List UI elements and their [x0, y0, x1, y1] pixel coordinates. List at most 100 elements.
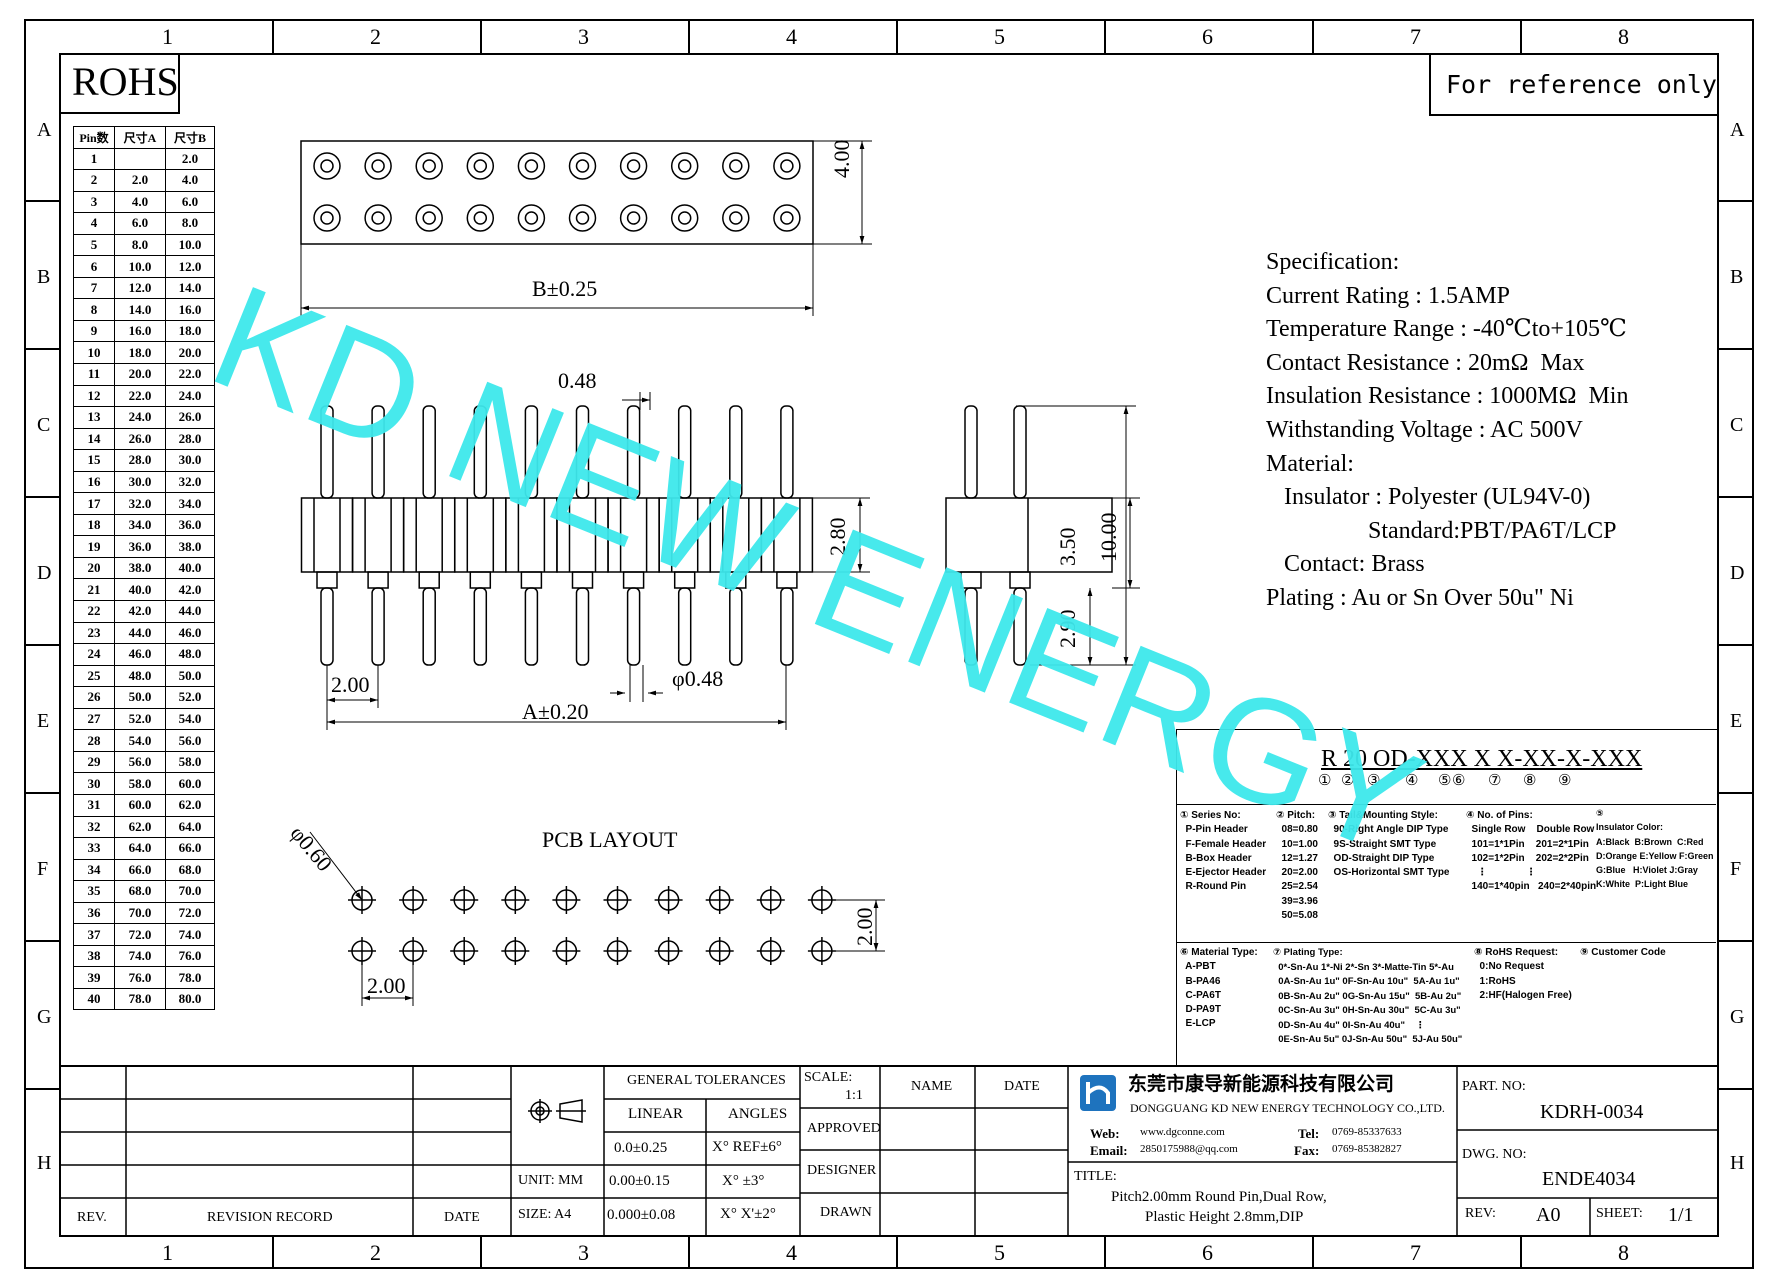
top-view-contact — [364, 152, 392, 180]
top-view-contact-hole — [320, 211, 334, 225]
code-block-material: ⑥ Material Type: A-PBT B-PA46 C-PA6T D-P… — [1180, 947, 1258, 1030]
spec-line: Insulation Resistance : 1000MΩ Min — [1266, 383, 1629, 410]
drawn-label: DRAWN — [820, 1205, 872, 1220]
pin-table-cell: 16.0 — [165, 298, 215, 321]
part-code-box — [1176, 729, 1717, 1067]
side-view-pin-upper — [964, 405, 978, 499]
pin-table-cell: 42.0 — [165, 578, 215, 602]
code-block-customer: ⑨ Customer Code — [1580, 947, 1666, 958]
front-view-pin-lower — [575, 587, 590, 666]
col-label-2-bottom: 2 — [370, 1240, 381, 1265]
pin-table-cell: 34 — [73, 858, 115, 882]
col-label-3-bottom: 3 — [578, 1240, 589, 1265]
general-tolerances-label: GENERAL TOLERANCES — [627, 1073, 786, 1088]
angle-tol-1: X° REF±6° — [712, 1139, 782, 1155]
row-label-a-right: A — [1730, 119, 1745, 141]
top-view-contact — [568, 204, 597, 232]
pin-table-cell: 6.0 — [165, 190, 215, 214]
pin-table-cell: 37 — [73, 923, 115, 946]
part-code-divider — [1176, 942, 1716, 943]
rohs-label: ROHS — [72, 59, 179, 104]
pin-table-cell: 16 — [73, 470, 115, 494]
spec-line: Material: — [1266, 450, 1354, 477]
pin-table-cell: 48.0 — [165, 643, 215, 666]
row-label-e: E — [37, 710, 50, 732]
dim-pin-diameter: φ0.48 — [672, 666, 724, 691]
top-view-contact — [364, 204, 392, 232]
pin-table-cell: 14.0 — [114, 298, 166, 321]
pin-table-cell: 4.0 — [114, 190, 166, 214]
pin-table-cell: 28.0 — [114, 449, 166, 472]
col-label-6: 6 — [1202, 24, 1213, 49]
col-label-8: 8 — [1618, 24, 1629, 49]
rev-header: REV. — [77, 1210, 107, 1225]
pin-table-cell: 20.0 — [165, 341, 215, 365]
part-code-marker: ④ — [1405, 773, 1419, 789]
pin-table-cell: 78.0 — [165, 966, 215, 989]
top-view-contact-hole — [524, 159, 539, 173]
part-code-marker: ③ — [1367, 773, 1381, 789]
unit-label: UNIT: MM — [518, 1173, 584, 1188]
part-code-marker: ⑥ — [1452, 773, 1466, 789]
pin-table-cell: 2.0 — [165, 147, 215, 171]
code-block-color: ⑤ Insulator Color: A:Black B:Brown C:Red… — [1596, 808, 1714, 890]
code-block-series: ① Series No: P-Pin Header F-Female Heade… — [1180, 810, 1267, 893]
top-view-contact — [670, 204, 699, 232]
pin-table-cell: 24 — [73, 643, 115, 666]
col-label-2: 2 — [370, 24, 381, 49]
angles-label: ANGLES — [728, 1106, 788, 1122]
fax-value: 0769-85382827 — [1332, 1143, 1402, 1155]
row-label-b: B — [37, 266, 51, 288]
reference-label: For reference only — [1446, 70, 1717, 99]
pin-table-cell: 70.0 — [165, 880, 215, 903]
code-block-pitch: ② Pitch: 08=0.80 10=1.00 12=1.27 20=2.00… — [1276, 810, 1318, 922]
pin-table-cell: 68.0 — [165, 858, 215, 882]
top-view-contact — [517, 152, 546, 180]
pin-table-header: 尺寸B — [165, 126, 215, 149]
row-label-b-right: B — [1730, 266, 1744, 288]
pin-table-cell: 18 — [73, 513, 115, 537]
revision-date-header: DATE — [444, 1210, 480, 1225]
code-block-plating: ⑦ Plating Type: 0*-Sn-Au 1*-Ni 2*-Sn 3*-… — [1273, 947, 1463, 1045]
spec-line: Withstanding Voltage : AC 500V — [1266, 416, 1583, 443]
part-code-marker: ① — [1318, 773, 1332, 789]
pin-table-cell: 24.0 — [165, 384, 215, 408]
pin-table-cell: 14.0 — [165, 276, 215, 300]
linear-tol-1: 0.0±0.25 — [614, 1140, 668, 1156]
pin-table-cell: 80.0 — [165, 987, 215, 1011]
row-label-f: F — [37, 858, 49, 880]
pin-table-cell: 26.0 — [114, 427, 166, 451]
front-view-pin-lower — [473, 587, 488, 666]
front-view-pin-lower — [626, 587, 641, 666]
pin-table-cell: 40.0 — [165, 556, 215, 580]
spec-line: Plating : Au or Sn Over 50u" Ni — [1266, 584, 1574, 611]
col-label-5: 5 — [994, 24, 1005, 49]
spec-line: Specification: — [1266, 249, 1400, 275]
tel-label: Tel: — [1298, 1126, 1320, 1141]
top-view-contact — [466, 204, 495, 232]
col-label-4: 4 — [786, 24, 797, 49]
col-label-3: 3 — [578, 24, 589, 49]
pin-table-cell: 12.0 — [165, 255, 215, 278]
top-view-contact-hole — [575, 159, 590, 173]
part-code-marker: ⑦ — [1488, 773, 1502, 789]
row-label-a: A — [37, 119, 52, 141]
row-label-c-right: C — [1730, 414, 1744, 436]
pin-table-cell: 16.0 — [114, 319, 166, 343]
